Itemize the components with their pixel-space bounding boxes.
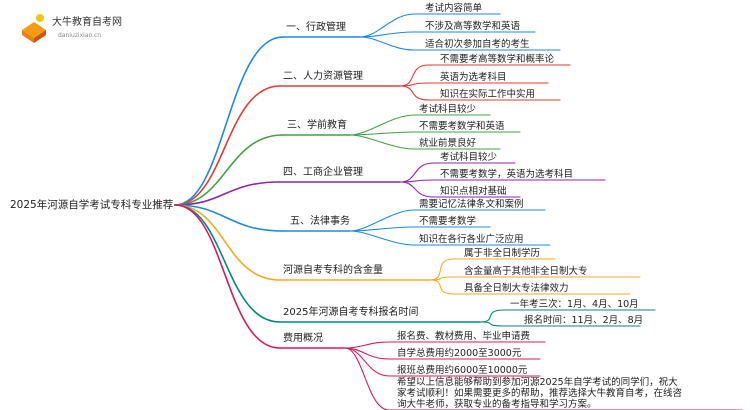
branch-6-leaf-2: 含金量高于其他非全日制大专 <box>464 265 588 277</box>
branch-6-connector <box>174 204 281 281</box>
branch-7-label: 2025年河源自考专科报名时间 <box>283 305 418 318</box>
branch-5-leaf-2: 不需要考数学 <box>419 215 476 227</box>
branch-5-leaf-3: 知识在各行各业广泛应用 <box>419 233 524 245</box>
branch-4-leaf-1: 考试科目较少 <box>440 151 498 163</box>
branch-1-leaf-1-connector <box>359 13 501 38</box>
branch-8-connector <box>174 204 281 349</box>
branch-7-leaf-2-connector <box>479 321 641 327</box>
branch-6-leaf-1: 属于非全日制学历 <box>464 247 540 259</box>
branch-5-connector <box>174 204 284 232</box>
branch-2-label: 二、人力资源管理 <box>283 69 363 82</box>
branch-5-leaf-1-connector <box>349 209 546 232</box>
branch-5-leaf-1: 需要记忆法律条文和案例 <box>419 198 524 210</box>
branch-8-leaf-1-connector <box>344 341 546 349</box>
branch-2-leaf-3: 知识在实际工作中实用 <box>440 88 535 100</box>
branch-1-leaf-1: 考试内容简单 <box>425 2 483 14</box>
branch-2-leaf-2-connector <box>399 82 549 87</box>
book-icon <box>22 14 46 43</box>
branch-6-leaf-1-connector <box>429 258 556 281</box>
branch-2-leaf-3-connector <box>399 85 561 101</box>
branch-1-leaf-3-connector <box>359 36 561 51</box>
branch-2-connector <box>174 85 281 206</box>
branch-4-leaf-2-connector <box>399 179 606 183</box>
branch-3-leaf-2: 不需要考数学和英语 <box>419 120 505 132</box>
logo-title: 大牛教育自考网 <box>52 15 122 28</box>
branch-4-leaf-3: 知识点相对基础 <box>440 185 507 197</box>
branch-5-leaf-3-connector <box>349 230 551 246</box>
branch-5-label: 五、法律事务 <box>290 214 350 227</box>
branch-8-leaf-2: 自学总费用约2000至3000元 <box>397 347 522 359</box>
branch-4-label: 四、工商企业管理 <box>283 165 363 178</box>
branch-3-leaf-1-connector <box>349 114 491 136</box>
branch-1-connector <box>174 36 284 206</box>
branch-4-connector <box>174 181 281 206</box>
logo: 大牛教育自考网 daniuzixiao.cn <box>22 14 122 43</box>
branch-3-leaf-1: 考试科目较少 <box>419 103 477 115</box>
branch-4-leaf-2: 不需要考数学，英语为选考科目 <box>440 168 573 180</box>
branch-1-leaf-2-connector <box>359 31 536 38</box>
branch-2-leaf-2: 英语为选考科目 <box>440 71 507 83</box>
branch-8-leaf-3: 报班总费用约6000至10000元 <box>397 364 528 376</box>
branch-3-leaf-2-connector <box>349 131 521 136</box>
branch-4-leaf-1-connector <box>399 162 516 183</box>
branch-3-connector <box>174 134 284 206</box>
logo-url: daniuzixiao.cn <box>58 32 101 39</box>
branch-5-leaf-2-connector <box>349 226 491 232</box>
branch-6-leaf-2-connector <box>429 276 641 281</box>
branch-7-leaf-1: 一年考三次：1月、4月、10月 <box>510 298 639 310</box>
branch-1-leaf-2: 不涉及高等数学和英语 <box>425 20 521 32</box>
branch-2-leaf-1: 不需要考高等数学和概率论 <box>440 53 555 65</box>
branch-7-connector <box>174 204 281 323</box>
branch-7-leaf-2: 报名时间：11月、2月、8月 <box>524 314 643 326</box>
branch-3-label: 三、学前教育 <box>287 118 347 131</box>
branch-3-leaf-3-connector <box>349 134 501 150</box>
root-topic: 2025年河源自学考试专科专业推荐 <box>10 198 173 211</box>
branch-8-leaf-3-connector <box>344 347 541 377</box>
branch-8-leaf-1: 报名费、教材费用、毕业申请费 <box>397 330 530 342</box>
branch-4-leaf-3-connector <box>399 181 521 198</box>
branch-2-leaf-1-connector <box>399 64 571 87</box>
branch-6-leaf-3-connector <box>429 279 631 295</box>
branch-7-leaf-1-connector <box>479 309 656 323</box>
branch-1-leaf-3: 适合初次参加自考的考生 <box>425 38 530 50</box>
branch-1-label: 一、行政管理 <box>286 20 346 33</box>
branch-6-label: 河源自考专科的含金量 <box>283 263 383 276</box>
branch-3-leaf-3: 就业前景良好 <box>419 137 477 149</box>
branch-8-leaf-4: 希望以上信息能够帮助到参加河源2025年自学考试的同学们，祝大 家考试顺利！如果… <box>397 376 685 410</box>
branch-6-leaf-3: 具备全日制大专法律效力 <box>464 282 569 294</box>
branch-8-label: 费用概况 <box>283 331 323 344</box>
